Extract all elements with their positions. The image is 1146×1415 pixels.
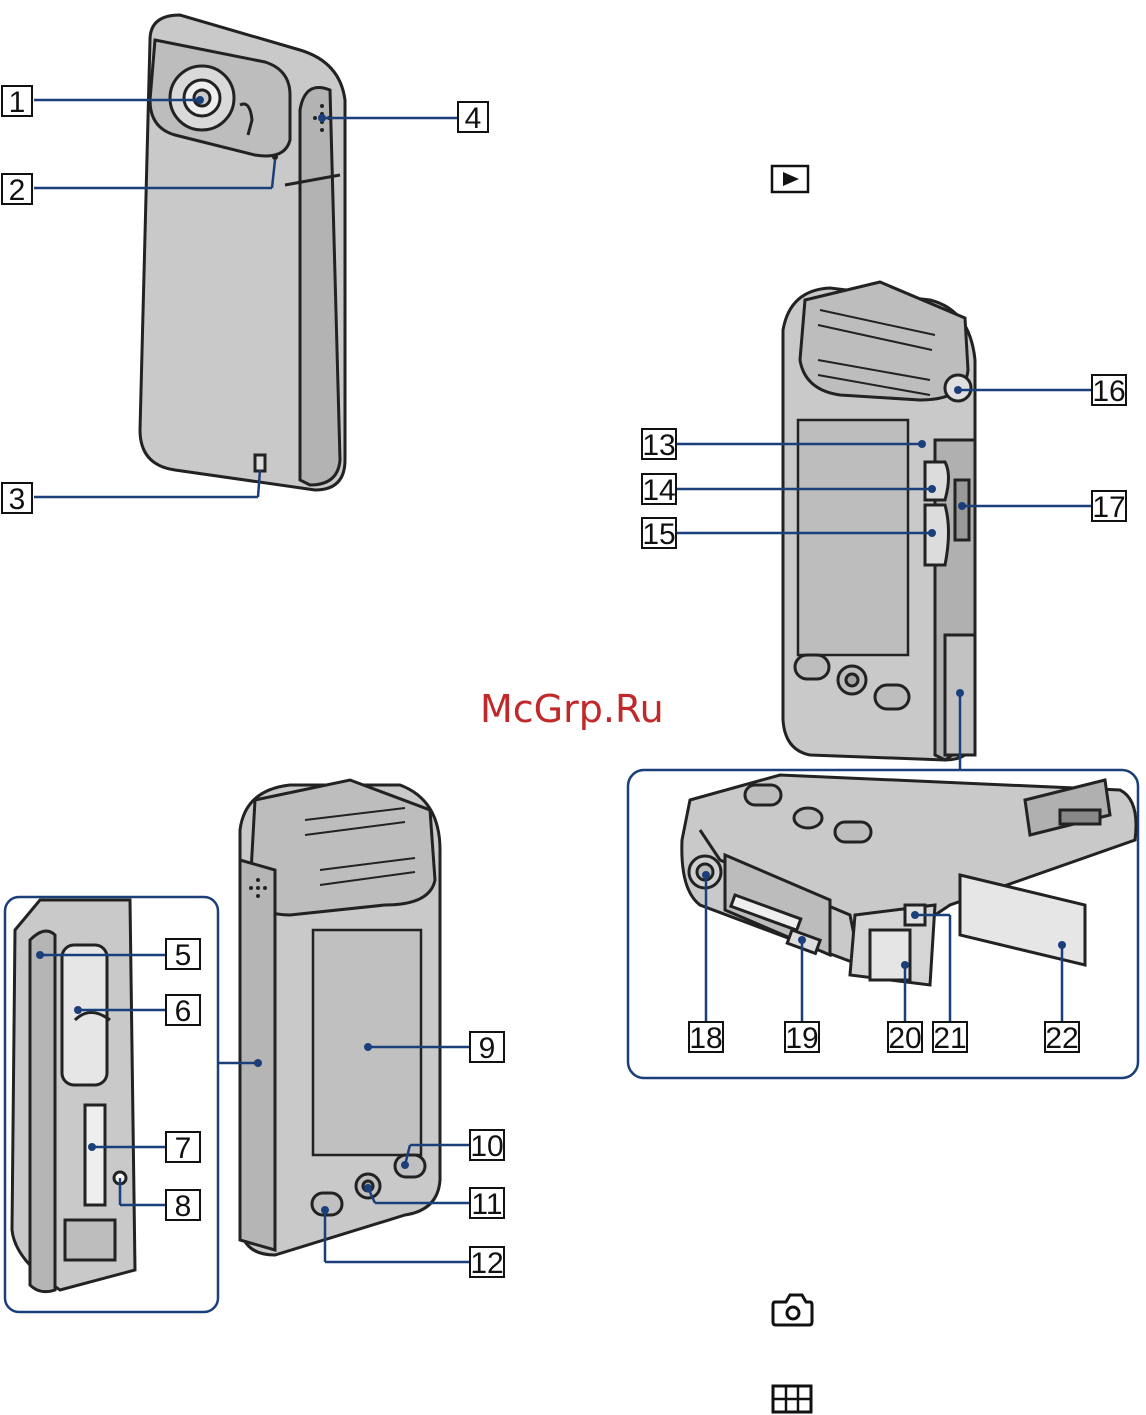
camera-lcd-view bbox=[240, 780, 440, 1255]
svg-text:6: 6 bbox=[175, 995, 192, 1028]
callout-19: 19 bbox=[785, 1022, 819, 1055]
svg-text:12: 12 bbox=[470, 1247, 503, 1280]
callout-8: 8 bbox=[166, 1190, 200, 1223]
svg-text:4: 4 bbox=[465, 102, 482, 135]
callout-21: 21 bbox=[933, 1022, 967, 1055]
callout-6: 6 bbox=[166, 995, 200, 1028]
svg-text:20: 20 bbox=[888, 1022, 921, 1055]
callout-7: 7 bbox=[166, 1132, 200, 1165]
callout-22: 22 bbox=[1045, 1022, 1079, 1055]
movie-icon bbox=[773, 1386, 811, 1412]
svg-text:15: 15 bbox=[642, 518, 675, 551]
svg-text:18: 18 bbox=[689, 1022, 722, 1055]
media-slot-view bbox=[12, 900, 135, 1292]
svg-text:16: 16 bbox=[1092, 375, 1125, 408]
callout-9: 9 bbox=[470, 1032, 504, 1065]
svg-text:9: 9 bbox=[479, 1032, 496, 1065]
svg-text:7: 7 bbox=[175, 1132, 192, 1165]
svg-text:8: 8 bbox=[175, 1190, 192, 1223]
svg-text:13: 13 bbox=[642, 429, 675, 462]
callout-4: 4 bbox=[458, 102, 488, 135]
callout-18: 18 bbox=[689, 1022, 723, 1055]
watermark: McGrp.Ru bbox=[480, 687, 664, 731]
svg-text:19: 19 bbox=[785, 1022, 818, 1055]
callout-5: 5 bbox=[166, 939, 200, 972]
svg-text:22: 22 bbox=[1045, 1022, 1078, 1055]
callout-2: 2 bbox=[2, 174, 32, 207]
svg-text:11: 11 bbox=[471, 1188, 502, 1221]
svg-text:2: 2 bbox=[9, 174, 26, 207]
svg-text:5: 5 bbox=[175, 939, 192, 972]
svg-text:21: 21 bbox=[933, 1022, 966, 1055]
callout-15: 15 bbox=[642, 518, 676, 551]
play-icon bbox=[772, 166, 808, 192]
camera-front-view bbox=[140, 15, 345, 490]
camera-rear-view bbox=[783, 282, 975, 760]
callout-16: 16 bbox=[1092, 375, 1126, 408]
svg-text:3: 3 bbox=[9, 483, 26, 516]
callout-13: 13 bbox=[642, 429, 676, 462]
callout-3: 3 bbox=[2, 483, 32, 516]
callout-12: 12 bbox=[470, 1247, 504, 1280]
callout-1: 1 bbox=[2, 86, 32, 119]
callout-14: 14 bbox=[642, 474, 676, 507]
callout-10: 10 bbox=[470, 1130, 504, 1163]
svg-text:14: 14 bbox=[642, 474, 675, 507]
svg-text:1: 1 bbox=[9, 86, 26, 119]
svg-text:10: 10 bbox=[470, 1130, 503, 1163]
callout-17: 17 bbox=[1092, 491, 1126, 524]
svg-text:17: 17 bbox=[1092, 491, 1125, 524]
callout-11: 11 bbox=[470, 1188, 504, 1221]
callout-20: 20 bbox=[888, 1022, 922, 1055]
camera-icon bbox=[773, 1295, 812, 1325]
